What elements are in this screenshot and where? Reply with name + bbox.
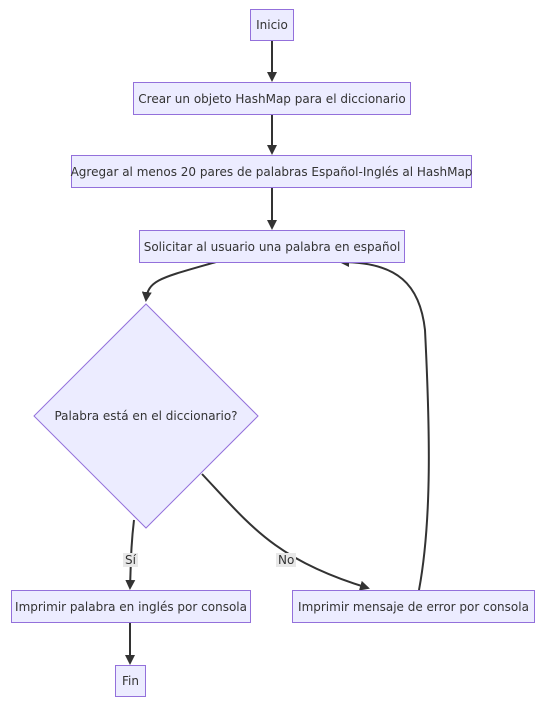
node-start: Inicio — [250, 9, 294, 41]
edge-decision-to-error — [201, 473, 370, 591]
edge-decision-to-english — [125, 519, 136, 590]
node-add-pairs: Agregar al menos 20 pares de palabras Es… — [71, 155, 472, 188]
node-create-hashmap: Crear un objeto HashMap para el dicciona… — [133, 82, 411, 115]
node-end: Fin — [115, 665, 146, 697]
edge-error-to-ask — [339, 257, 430, 591]
node-ask-user: Solicitar al usuario una palabra en espa… — [139, 230, 405, 263]
edge-ask-to-decision — [141, 261, 217, 302]
edge-label-yes: Sí — [123, 553, 138, 567]
decision-label: Palabra está en el diccionario? — [54, 409, 238, 423]
decision-diamond — [33, 303, 259, 529]
node-print-error: Imprimir mensaje de error por consola — [292, 590, 535, 623]
edge-label-no: No — [276, 553, 297, 567]
node-print-english: Imprimir palabra en inglés por consola — [11, 590, 251, 623]
